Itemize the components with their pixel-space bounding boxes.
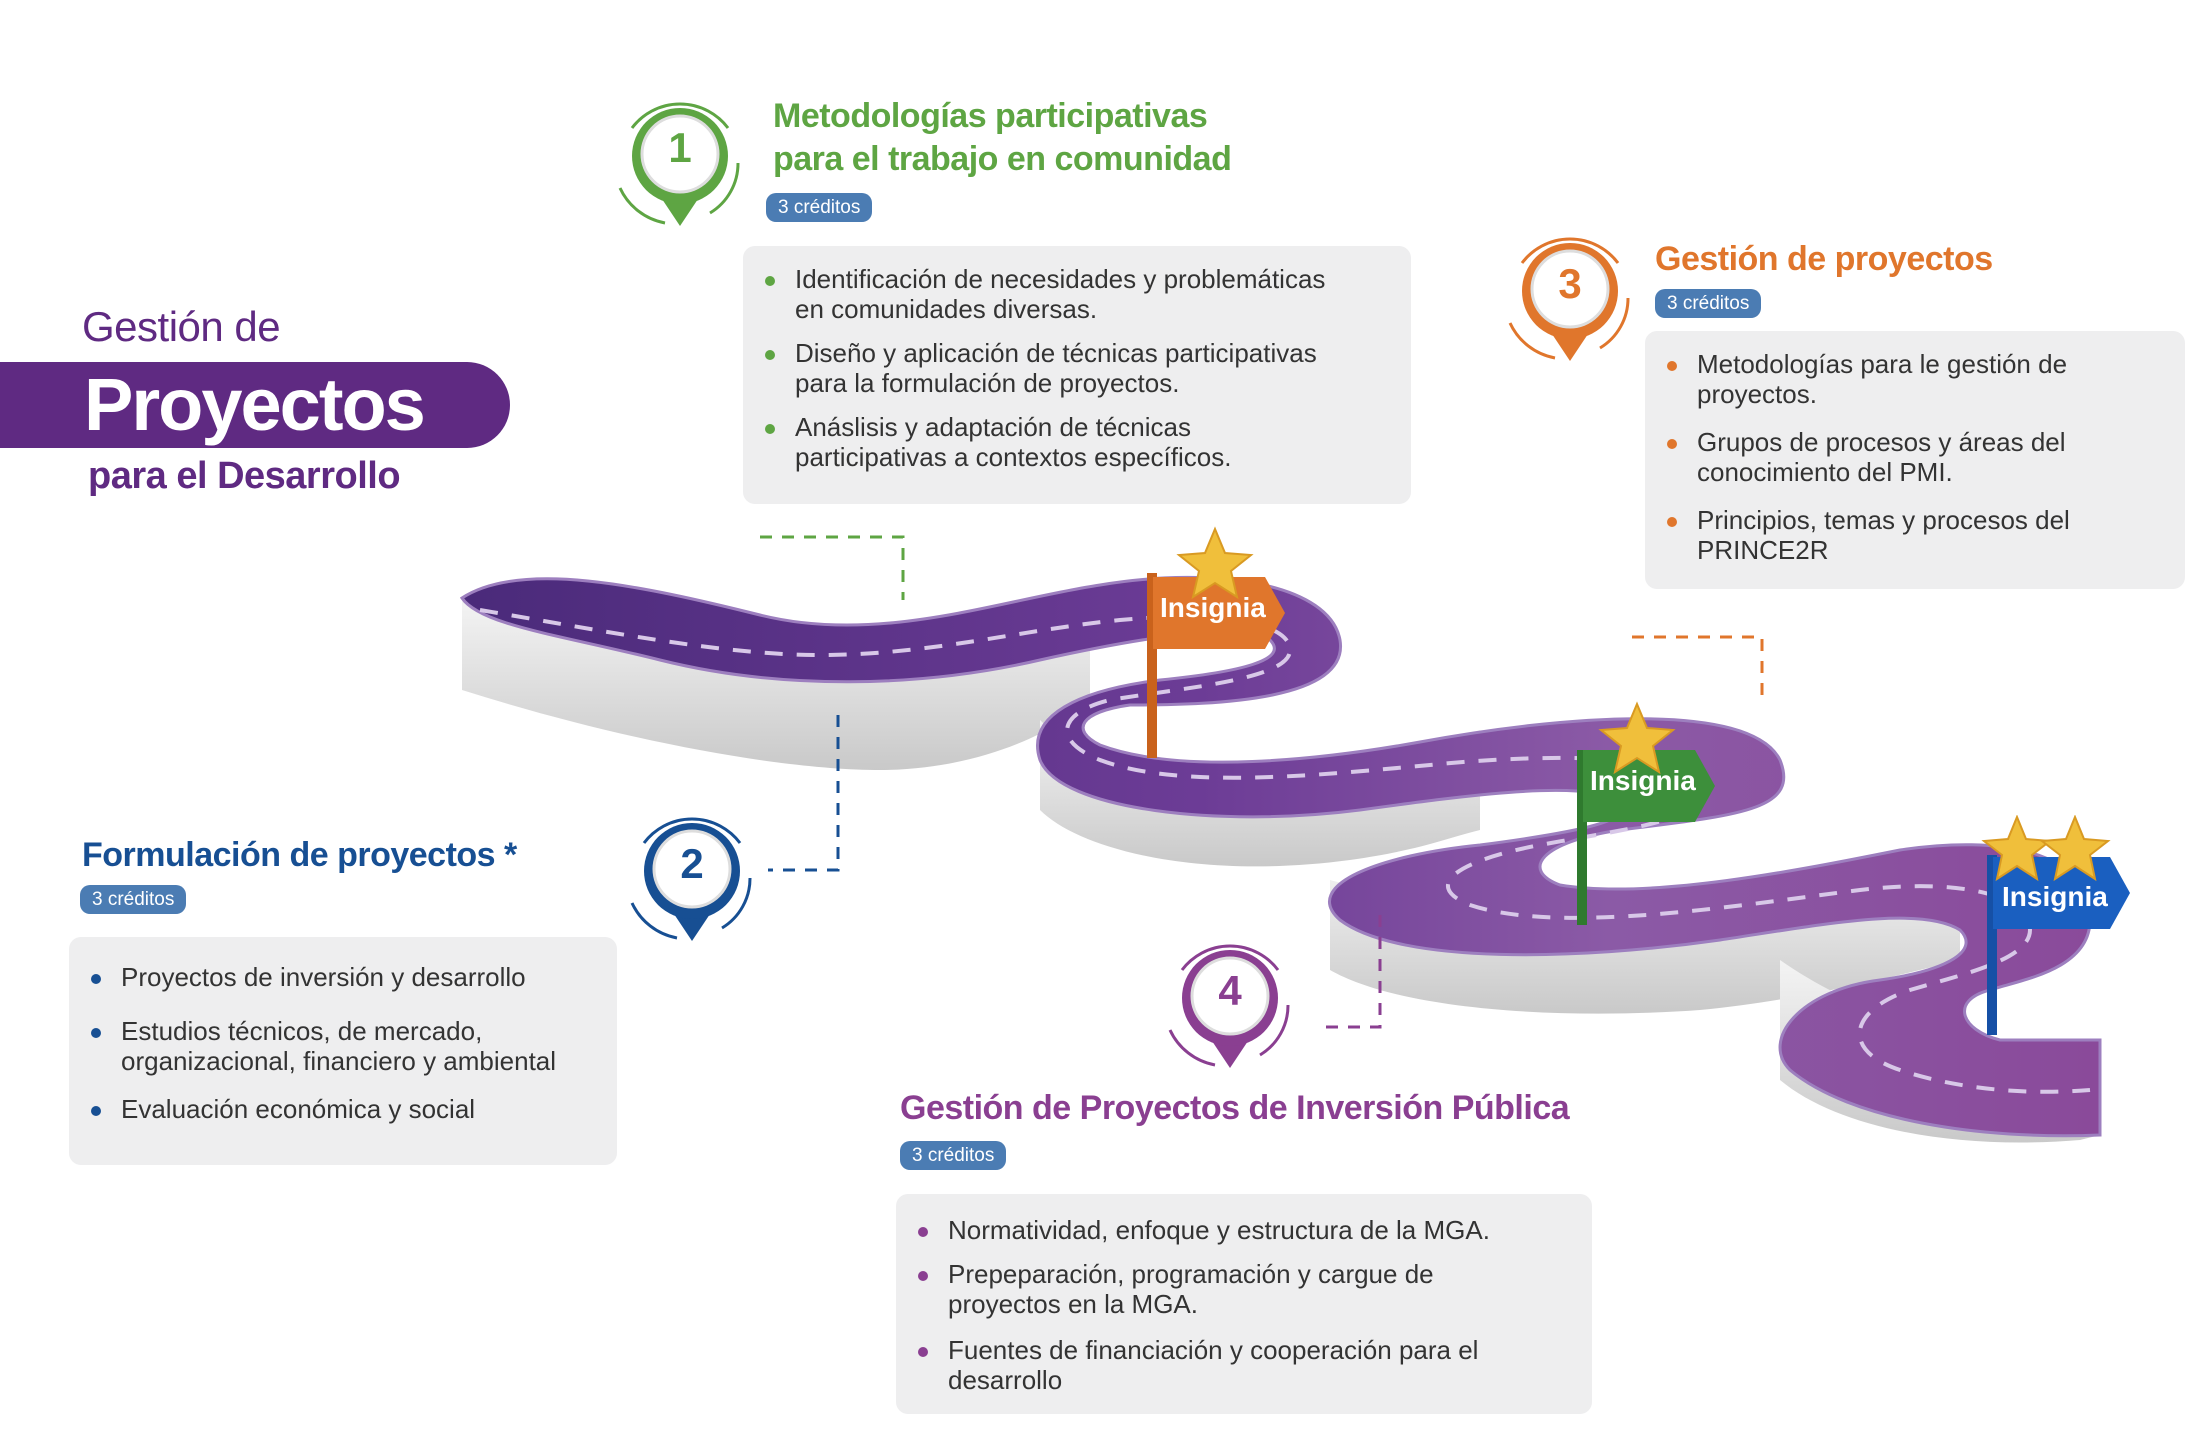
pin-3-number: 3 — [1558, 260, 1582, 307]
flag-1-icon — [1147, 526, 1285, 758]
flag-3-label: Insignia — [2002, 881, 2108, 912]
module-4-credits-badge: 3 créditos — [900, 1141, 1007, 1170]
module-2-credits-badge: 3 créditos — [80, 885, 187, 914]
module-3-credits-badge: 3 créditos — [1655, 289, 1762, 318]
module-4-topics-box: Normatividad, enfoque y estructura de la… — [896, 1194, 1592, 1414]
module-1-credits-badge: 3 créditos — [766, 193, 873, 222]
pin-2-number: 2 — [680, 840, 704, 887]
module-4-topic: Fuentes de financiación y cooperación pa… — [896, 1335, 1592, 1395]
module-4-title: Gestión de Proyectos de Inversión Públic… — [900, 1089, 1570, 1127]
title-line-1: Gestión de — [82, 303, 281, 350]
title-band — [0, 362, 510, 448]
module-1-topic: Identificación de necesidades y problemá… — [743, 264, 1411, 324]
module-3-title: Gestión de proyectos — [1655, 240, 1993, 278]
pin-3-icon — [1508, 237, 1630, 361]
module-4-topic: Normatividad, enfoque y estructura de la… — [896, 1215, 1592, 1245]
flag-1-label: Insignia — [1160, 592, 1266, 623]
module-1-title-line-1: Metodologías participativas — [773, 97, 1208, 135]
pin-2-icon — [630, 817, 752, 941]
module-2-topic: Evaluación económica y social — [69, 1094, 617, 1124]
pin-4-icon — [1168, 944, 1290, 1068]
module-1-title-line-2: para el trabajo en comunidad — [773, 140, 1232, 178]
module-2-topic: Proyectos de inversión y desarrollo — [69, 962, 617, 992]
title-line-3: para el Desarrollo — [88, 455, 401, 497]
flag-2-label: Insignia — [1590, 765, 1696, 796]
pin-1-icon — [618, 102, 740, 226]
module-2-topic: Estudios técnicos, de mercado,organizaci… — [69, 1016, 617, 1076]
flag-2-icon — [1577, 701, 1715, 925]
pin-1-number: 1 — [668, 124, 692, 171]
module-2-title: Formulación de proyectos * — [82, 836, 517, 874]
module-1-topic: Diseño y aplicación de técnicas particip… — [743, 338, 1411, 398]
module-1-topics-box: Identificación de necesidades y problemá… — [743, 246, 1411, 504]
flag-3-icon — [1981, 815, 2130, 1035]
module-2-topics-box: Proyectos de inversión y desarrollo Estu… — [69, 937, 617, 1165]
page-title: Proyectos — [84, 363, 426, 446]
pin-4-number: 4 — [1218, 967, 1242, 1014]
road-centerline — [479, 608, 2091, 1094]
road-surface — [459, 575, 2102, 1138]
module-1-title: Metodologías participativas para el trab… — [773, 95, 1232, 181]
